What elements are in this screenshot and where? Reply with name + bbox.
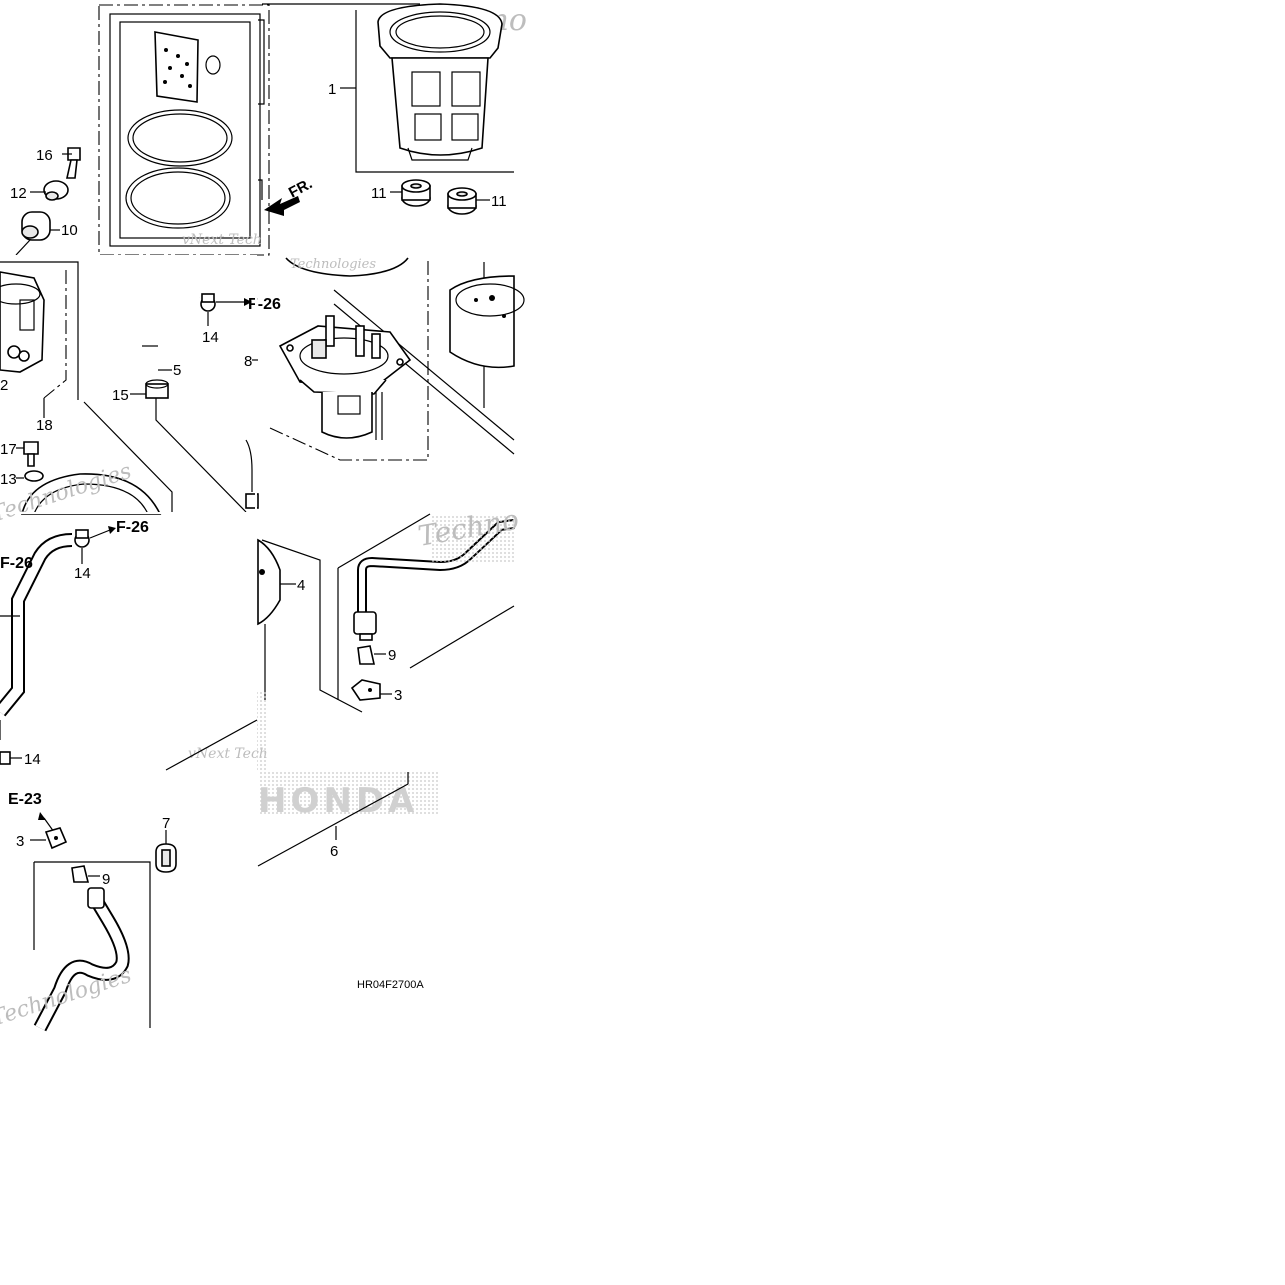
callout-5: 5 xyxy=(173,362,181,379)
cushion-10 xyxy=(21,211,51,241)
bracket-3b xyxy=(44,827,68,850)
callout-7: 7 xyxy=(162,815,170,832)
fuel-pump-holder xyxy=(0,271,45,373)
callout-16: 16 xyxy=(36,147,53,164)
clamp-15 xyxy=(145,379,169,399)
fuel-pump-assembly xyxy=(278,315,412,440)
connector-quick xyxy=(353,611,377,641)
callout-14: 14 xyxy=(202,329,219,346)
o-ring-small xyxy=(205,55,221,75)
callout-2: 2 xyxy=(0,377,8,394)
clip-14b xyxy=(74,529,90,548)
watermark-text: vNext Tech xyxy=(182,232,262,248)
washer-13 xyxy=(24,470,44,482)
front-arrow-icon xyxy=(264,196,300,216)
bolt-16 xyxy=(66,147,81,179)
supply-hose xyxy=(33,887,130,1032)
tile-hose-bracket: 2 18 17 13 Technologies xyxy=(0,257,281,528)
front-label: FR. xyxy=(286,175,315,201)
callout-10: 10 xyxy=(61,222,78,239)
callout-11: 11 xyxy=(371,185,387,202)
callout-14: 14 xyxy=(74,565,91,582)
filter-sheet xyxy=(154,31,199,103)
callout-15: 15 xyxy=(112,387,129,404)
brand-watermark: HONDA xyxy=(258,781,418,821)
filter-housing-4 xyxy=(257,538,281,626)
tile-gasket-kit: 16 12 10 vNext Tech xyxy=(0,4,270,257)
tile-return-line: 4 Techno 9 3 xyxy=(257,503,521,770)
gasket-arc xyxy=(20,473,162,515)
bolt-17 xyxy=(23,441,39,467)
callout-14: 14 xyxy=(24,751,41,768)
clip-14c xyxy=(0,751,11,765)
callout-13: 13 xyxy=(0,471,17,488)
tile-fuel-pump: Technologies 8 xyxy=(244,257,525,514)
cushion-12 xyxy=(43,180,69,201)
tank-cap-drum xyxy=(449,275,525,369)
watermark-text: vNext Tech xyxy=(188,746,268,762)
callout-11: 11 xyxy=(491,193,507,210)
return-pipe xyxy=(357,514,515,620)
ref-f26: F-26 xyxy=(0,555,33,572)
clip-14a xyxy=(200,293,216,312)
callout-9: 9 xyxy=(388,647,396,664)
callout-6: 6 xyxy=(330,843,338,860)
clip-9b xyxy=(71,865,90,883)
grommet-11a xyxy=(401,179,431,207)
fuel-hose-5 xyxy=(142,292,201,360)
callout-8: 8 xyxy=(244,353,252,370)
callout-3: 3 xyxy=(394,687,402,704)
o-ring-upper xyxy=(127,109,233,167)
callout-1: 1 xyxy=(328,81,336,98)
fuel-line-hose xyxy=(0,533,73,717)
clip-9a xyxy=(357,645,375,665)
tile-supply-hose: E-23 3 9 7 Technologies xyxy=(0,791,177,1032)
callout-12: 12 xyxy=(10,185,27,202)
bracket-3a xyxy=(350,679,381,701)
callout-18: 18 xyxy=(36,417,53,434)
grommet-11b xyxy=(447,187,477,215)
callout-3: 3 xyxy=(16,833,24,850)
callout-9: 9 xyxy=(102,871,110,888)
ref-f26: F-26 xyxy=(248,296,281,313)
callout-4: 4 xyxy=(297,577,305,594)
diagram-code: HR04F2700A xyxy=(357,979,424,991)
ref-f26: F-26 xyxy=(116,519,149,536)
gasket-top: Technologies xyxy=(285,257,409,277)
fuel-strainer xyxy=(377,3,503,161)
grommet-7 xyxy=(155,843,177,873)
watermark-text: Technologies xyxy=(290,257,376,272)
callout-17: 17 xyxy=(0,441,17,458)
ref-e23: E-23 xyxy=(8,791,42,808)
o-ring-lower xyxy=(125,167,231,229)
tile-fuel-line: F-26 F-26 14 14 vNext Tech xyxy=(0,519,268,771)
tile-fuel-strainer: Techno 1 FR. xyxy=(258,3,527,216)
tile-bottom-guard: HONDA 6 HR04F2700A xyxy=(257,772,438,991)
